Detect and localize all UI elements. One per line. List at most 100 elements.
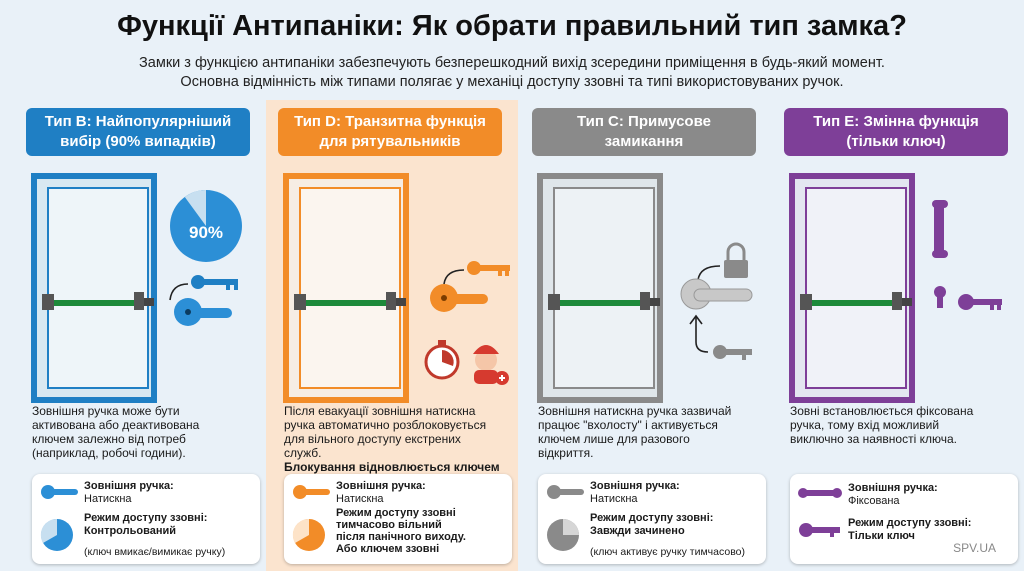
handle-value: Натискна bbox=[84, 493, 132, 505]
mode-value: Контрольований bbox=[84, 525, 177, 537]
type-e-description: Зовні встановлюється фіксована ручка, то… bbox=[790, 404, 1024, 446]
type-b-info-card: Зовнішня ручка: Натискна Режим доступу з… bbox=[32, 474, 260, 564]
lever-handle-icon bbox=[41, 485, 78, 499]
desc-line: Після евакуації зовнішня натискна bbox=[284, 404, 476, 418]
subtitle-line-2: Основна відмінність між типами полягає у… bbox=[180, 74, 844, 90]
type-d-illustration bbox=[283, 173, 510, 403]
mode-title: Режим доступу ззовні: bbox=[848, 517, 972, 529]
handle-title: Зовнішня ручка: bbox=[590, 480, 680, 492]
type-d-title-line1: Тип D: Транзитна функція bbox=[294, 113, 486, 130]
type-b-title-line2: вибір (90% випадків) bbox=[60, 133, 216, 150]
mode-title: Режим доступу ззовні: bbox=[84, 512, 208, 524]
handle-value: Натискна bbox=[336, 493, 384, 505]
desc-line: служб. bbox=[284, 446, 322, 460]
type-d-title-line2: для рятувальників bbox=[319, 133, 461, 150]
desc-line: ключем лише для разового bbox=[538, 432, 690, 446]
type-c-info-card: Зовнішня ручка: Натискна Режим доступу з… bbox=[538, 474, 766, 564]
type-b-header: Тип B: Найпопулярніший вибір (90% випадкі… bbox=[26, 108, 250, 156]
desc-line: виключно за наявності ключа. bbox=[790, 432, 957, 446]
pie-temporary-icon bbox=[292, 518, 325, 551]
pie-closed-icon bbox=[547, 519, 579, 551]
type-b-description: Зовнішня ручка може бути активована або … bbox=[32, 404, 266, 460]
source-credit: SPV.UA bbox=[953, 541, 996, 555]
pie-controlled-icon bbox=[40, 518, 73, 551]
type-e-info-card: Зовнішня ручка: Фіксована Режим доступу … bbox=[790, 474, 1018, 564]
lever-handle-icon bbox=[174, 298, 232, 326]
mode-title: Режим доступу ззовні: bbox=[590, 512, 714, 524]
lever-handle-icon bbox=[293, 485, 330, 499]
type-b-illustration: 90% bbox=[31, 173, 242, 403]
desc-line: (наприклад, робочі години). bbox=[32, 446, 186, 460]
mode-value: Тільки ключ bbox=[848, 530, 915, 542]
type-c-title-line2: замикання bbox=[604, 133, 684, 150]
type-c-header: Тип C: Примусове замикання bbox=[532, 108, 756, 156]
type-c-illustration bbox=[537, 173, 753, 403]
arrow-tail bbox=[695, 341, 709, 353]
desc-line: відкриття. bbox=[538, 446, 594, 460]
handle-title: Зовнішня ручка: bbox=[84, 480, 174, 492]
arrow-icon bbox=[443, 269, 465, 285]
lever-handle-icon bbox=[430, 284, 488, 312]
arrow-icon bbox=[697, 265, 721, 281]
desc-line: Зовнішня натискна ручка зазвичай bbox=[538, 404, 732, 418]
arrow-head bbox=[689, 314, 703, 325]
desc-bold-line: Блокування відновлюється ключем bbox=[284, 460, 500, 474]
arrow-icon bbox=[169, 283, 189, 301]
page-subtitle: Замки з функцією антипаніки забезпечують… bbox=[0, 54, 1024, 92]
key-icon bbox=[191, 275, 238, 290]
column-type-b: Тип B: Найпопулярніший вибір (90% випадкі… bbox=[26, 108, 266, 571]
pull-handle-icon bbox=[932, 200, 948, 258]
key-icon bbox=[467, 261, 510, 276]
door-icon bbox=[31, 173, 157, 403]
keyhole-icon bbox=[934, 286, 946, 308]
timer-icon bbox=[424, 340, 460, 380]
mode-note: (ключ вмикає/вимикає ручку) bbox=[84, 546, 226, 558]
type-e-illustration bbox=[789, 173, 1002, 403]
pull-handle-icon bbox=[798, 488, 842, 498]
desc-line: для вільного доступу екстрених bbox=[284, 432, 461, 446]
desc-line: Зовні встановлюється фіксована bbox=[790, 404, 974, 418]
type-e-title-line1: Тип E: Змінна функція bbox=[813, 113, 979, 130]
key-icon bbox=[799, 523, 840, 537]
mode-line: після панічного виходу. bbox=[336, 531, 466, 543]
column-type-e: Тип E: Змінна функція(тільки ключ) З bbox=[784, 108, 1024, 571]
desc-line: ручка, тому вхід можливий bbox=[790, 418, 940, 432]
mode-title: Режим доступу ззовні bbox=[336, 507, 456, 519]
panic-bar-icon bbox=[42, 292, 154, 310]
column-type-c: Тип C: Примусове замикання bbox=[532, 108, 772, 571]
firefighter-icon bbox=[473, 345, 509, 385]
handle-title: Зовнішня ручка: bbox=[336, 480, 426, 492]
desc-line: працює "вхолосту" і активується bbox=[538, 418, 718, 432]
lever-handle-icon bbox=[680, 278, 753, 310]
door-icon bbox=[537, 173, 663, 403]
type-e-title-line2: (тільки ключ) bbox=[846, 133, 946, 150]
key-icon bbox=[958, 294, 1002, 310]
subtitle-line-1: Замки з функцією антипаніки забезпечують… bbox=[139, 55, 885, 71]
panic-bar-icon bbox=[548, 292, 660, 310]
desc-line: ключем залежно від потреб bbox=[32, 432, 186, 446]
type-d-info-card: Зовнішня ручка: Натискна Режим доступу з… bbox=[284, 474, 512, 564]
panic-bar-icon bbox=[294, 292, 406, 310]
pie-90-icon: 90% bbox=[170, 190, 242, 262]
handle-value: Натискна bbox=[590, 493, 638, 505]
handle-value: Фіксована bbox=[848, 495, 900, 507]
lever-handle-icon bbox=[547, 485, 584, 499]
type-b-title-line1: Тип B: Найпопулярніший bbox=[44, 113, 232, 130]
type-d-description: Після евакуації зовнішня натискна ручка … bbox=[284, 404, 518, 474]
panic-bar-icon bbox=[800, 292, 912, 310]
handle-title: Зовнішня ручка: bbox=[848, 482, 938, 494]
mode-value: Завжди зачинено bbox=[590, 525, 685, 537]
mode-line: тимчасово вільний bbox=[336, 519, 442, 531]
padlock-icon bbox=[724, 242, 748, 278]
key-icon bbox=[713, 345, 752, 360]
type-c-description: Зовнішня натискна ручка зазвичай працює … bbox=[538, 404, 772, 460]
page-title: Функції Антипаніки: Як обрати правильний… bbox=[117, 10, 907, 42]
mode-note: (ключ активує ручку тимчасово) bbox=[590, 546, 745, 558]
desc-line: Зовнішня ручка може бути bbox=[32, 404, 180, 418]
type-e-header: Тип E: Змінна функція (тільки ключ) bbox=[784, 108, 1008, 156]
desc-line: ручка автоматично розблоковується bbox=[284, 418, 487, 432]
type-d-header: Тип D: Транзитна функція для рятувальникі… bbox=[278, 108, 502, 156]
type-c-title-line1: Тип C: Примусове bbox=[577, 113, 711, 130]
column-type-d: Тип D: Транзитна функція для рятувальникі… bbox=[278, 108, 518, 571]
door-icon bbox=[283, 173, 409, 403]
